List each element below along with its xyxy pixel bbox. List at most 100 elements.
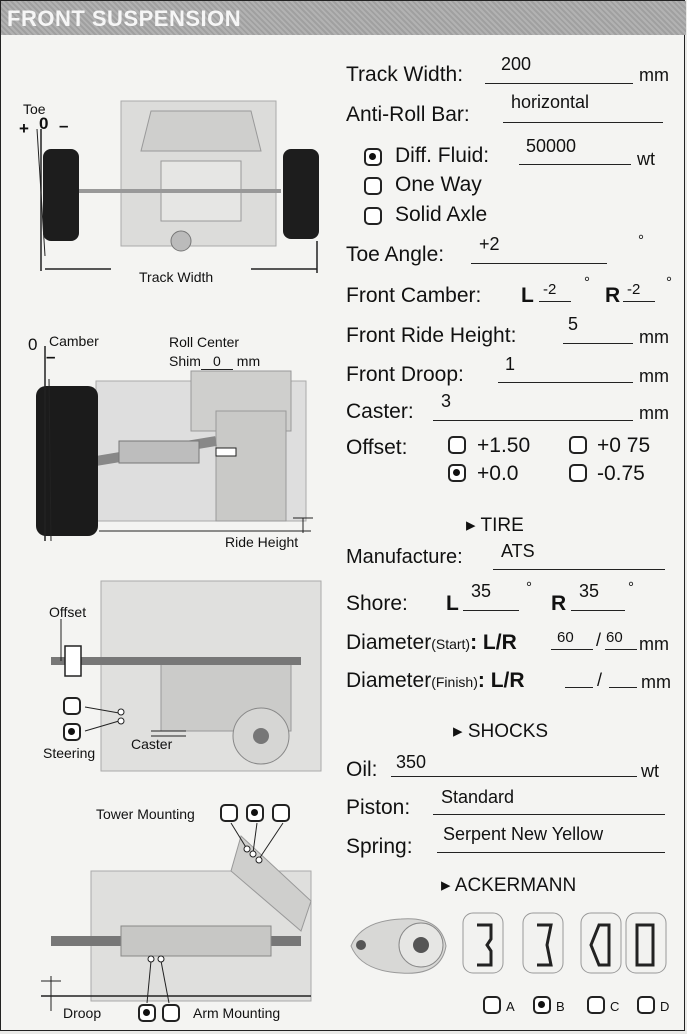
front-camber-l-label: L [521,284,534,307]
ackermann-radio-b[interactable] [533,996,551,1014]
front-droop-label: Front Droop: [346,363,464,386]
section-title: FRONT SUSPENSION [7,6,242,31]
shore-r-value[interactable]: 35 [579,581,600,601]
oil-line [391,776,637,777]
front-camber-r-value[interactable]: -2 [627,281,641,298]
offset-diagram-label: Offset [49,604,87,620]
tower-radio-3[interactable] [272,804,290,822]
shore-l-value[interactable]: 35 [471,581,492,601]
diff-fluid-value[interactable]: 50000 [526,136,577,156]
shore-r-unit: ° [628,579,634,596]
front-camber-r-unit: ° [666,274,672,291]
front-droop-unit: mm [639,366,669,386]
shim-value: 0 [200,353,233,370]
front-ride-height-label: Front Ride Height: [346,324,517,347]
front-ride-height-line [563,343,633,344]
arm-radio-1[interactable] [138,1004,156,1022]
manufacture-line [493,569,665,570]
anti-roll-bar-line [503,122,663,123]
front-camber-l-value[interactable]: -2 [543,281,557,298]
steering-radio-lower[interactable] [63,723,81,741]
steering-radio-upper[interactable] [63,697,81,715]
diagram-area [36,100,322,1011]
diff-fluid-radio[interactable] [364,148,382,166]
caster-value[interactable]: 3 [441,391,452,411]
toe-angle-label: Toe Angle: [346,243,445,266]
caster-unit: mm [639,403,669,423]
front-camber-l-unit: ° [584,274,590,291]
roll-center-label: Roll Center [169,334,240,350]
front-camber-l-line [539,301,571,302]
track-width-unit: mm [639,65,669,85]
diameter-finish-row: Diameter(Finish): L/R [346,669,525,692]
front-camber-r-line [623,301,655,302]
one-way-label: One Way [395,173,482,196]
offset-radio-plus150[interactable] [448,436,466,454]
diameter-start-sep: / [596,630,602,650]
caster-line [433,420,633,421]
spring-value[interactable]: Serpent New Yellow [443,824,604,844]
one-way-radio[interactable] [364,177,382,195]
diameter-finish-r-line [609,687,637,688]
title-bar: FRONT SUSPENSION [1,1,686,35]
shore-label: Shore: [346,592,408,615]
ackermann-radio-d[interactable] [637,996,655,1014]
solid-axle-label: Solid Axle [395,203,488,226]
diameter-start-r-value[interactable]: 60 [606,629,623,646]
shore-r-label: R [551,592,567,615]
arm-radio-2[interactable] [162,1004,180,1022]
toe-angle-line [471,263,607,264]
solid-axle-radio[interactable] [364,207,382,225]
toe-angle-unit: ° [638,232,644,249]
offset-option-zero: +0.0 [477,462,519,485]
front-ride-height-value[interactable]: 5 [568,314,579,334]
camber-minus: – [46,347,56,366]
droop-label: Droop [63,1005,102,1021]
manufacture-value[interactable]: ATS [501,541,535,561]
track-width-value[interactable]: 200 [501,54,532,74]
shore-l-unit: ° [526,579,532,596]
piston-value[interactable]: Standard [441,787,515,807]
ride-height-label: Ride Height [225,534,299,550]
ackermann-option-b: B [556,999,565,1014]
anti-roll-bar-label: Anti-Roll Bar: [346,103,470,126]
camber-label: Camber [49,333,99,349]
offset-label: Offset: [346,436,408,459]
tower-radio-1[interactable] [220,804,238,822]
ackermann-header: ▸ ACKERMANN [441,875,577,896]
ackermann-radio-c[interactable] [587,996,605,1014]
shocks-header: ▸ SHOCKS [453,721,549,742]
diameter-start-r-line [605,649,637,650]
diameter-start-l-value[interactable]: 60 [557,629,574,646]
mounting-view-diagram [41,822,312,1011]
offset-radio-plus075[interactable] [569,436,587,454]
offset-radio-minus075[interactable] [569,464,587,482]
tower-radio-2[interactable] [246,804,264,822]
front-camber-r-label: R [605,284,621,307]
toe-minus: – [59,116,69,135]
offset-radio-zero[interactable] [448,464,466,482]
anti-roll-bar-value[interactable]: horizontal [511,92,590,112]
piston-line [433,814,665,815]
diameter-start-unit: mm [639,634,669,654]
shore-l-line [463,610,519,611]
diameter-finish-l-line [565,687,593,688]
oil-value[interactable]: 350 [396,752,427,772]
toe-label: Toe [23,101,46,117]
ackermann-option-a: A [506,999,515,1014]
diameter-finish-sep: / [597,670,603,690]
front-droop-value[interactable]: 1 [505,354,516,374]
oil-label: Oil: [346,758,378,781]
diameter-start-l-line [551,649,593,650]
spring-line [437,852,665,853]
spring-label: Spring: [346,835,413,858]
ackermann-radio-a[interactable] [483,996,501,1014]
toe-angle-value[interactable]: +2 [479,234,500,254]
caster-label: Caster: [346,400,414,423]
diff-fluid-line [519,164,631,165]
front-camber-label: Front Camber: [346,284,482,307]
manufacture-label: Manufacture: [346,546,463,568]
front-ride-height-unit: mm [639,327,669,347]
